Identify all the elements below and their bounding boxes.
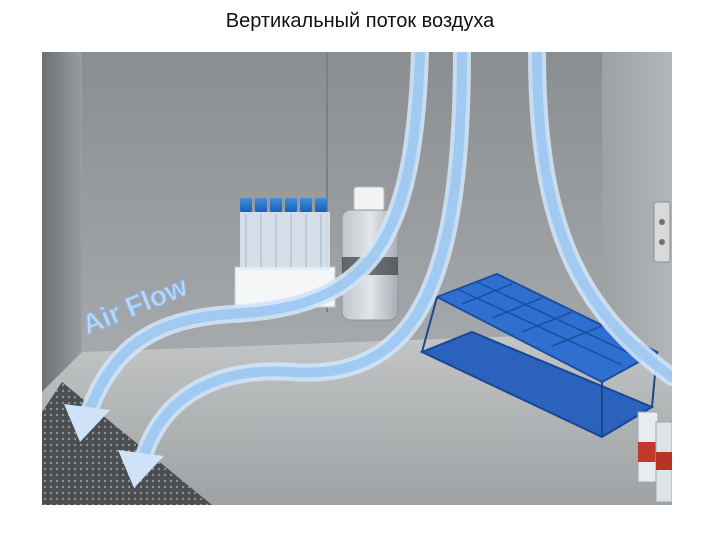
airflow-arrows <box>78 52 672 471</box>
biosafety-cabinet-photo: Air Flow <box>42 52 672 505</box>
airflow-arrowhead <box>118 450 164 488</box>
sample-vials <box>637 411 672 503</box>
wall-outlet <box>653 201 671 263</box>
slide-title: Вертикальный поток воздуха <box>225 10 495 32</box>
blue-tube-rack <box>419 272 660 439</box>
airflow-arrowhead <box>64 404 110 442</box>
cabinet-left-wall <box>42 52 82 392</box>
